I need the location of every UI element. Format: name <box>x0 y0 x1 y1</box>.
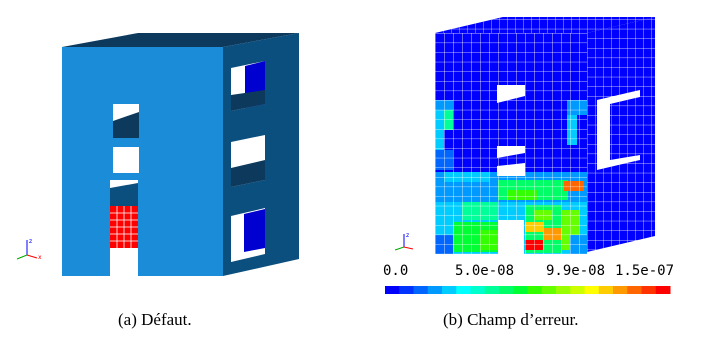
colorbar-segment <box>527 286 543 294</box>
window-mid-a <box>113 147 139 173</box>
front-wall-a <box>62 47 223 276</box>
svg-text:z: z <box>406 232 409 239</box>
colorbar-segment <box>413 286 429 294</box>
building-model-a <box>62 33 299 278</box>
window-top-inner-a <box>113 112 139 138</box>
colorbar-segment <box>470 286 486 294</box>
colorbar-segment <box>641 286 657 294</box>
colorbar-tick-1: 5.0e-08 <box>455 263 515 279</box>
axes-triad-icon: z x <box>16 238 42 261</box>
colorbar-segment <box>556 286 571 294</box>
colorbar-segment <box>627 286 642 294</box>
colorbar-segment <box>570 286 585 294</box>
colorbar-segment <box>385 286 400 294</box>
colorbar-tick-2: 9.9e-08 <box>546 263 606 279</box>
colorbar-segment <box>499 286 514 294</box>
side-openings-a <box>231 61 265 262</box>
colorbar <box>385 286 671 294</box>
colorbar-segment <box>399 286 414 294</box>
colorbar-tick-0: 0.0 <box>383 263 409 279</box>
defect-grid <box>110 206 138 248</box>
colorbar-tick-3: 1.5e-07 <box>615 263 675 279</box>
colorbar-segment <box>427 286 443 294</box>
caption-b: (b) Champ d’erreur. <box>443 310 579 329</box>
building-model-b <box>435 17 655 254</box>
svg-text:x: x <box>38 254 42 261</box>
colorbar-segment <box>598 286 614 294</box>
colorbar-segment <box>655 286 671 294</box>
colorbar-segment <box>484 286 500 294</box>
caption-a: (a) Défaut. <box>118 310 192 329</box>
svg-text:z: z <box>29 238 32 245</box>
colorbar-segment <box>456 286 471 294</box>
colorbar-segment <box>584 286 600 294</box>
door-inner-a <box>110 183 138 208</box>
colorbar-segment <box>613 286 628 294</box>
colorbar-segment <box>442 286 457 294</box>
axes-triad-icon: z <box>394 232 414 251</box>
colorbar-segment <box>513 286 528 294</box>
roof-a <box>62 33 299 47</box>
colorbar-segment <box>541 286 557 294</box>
